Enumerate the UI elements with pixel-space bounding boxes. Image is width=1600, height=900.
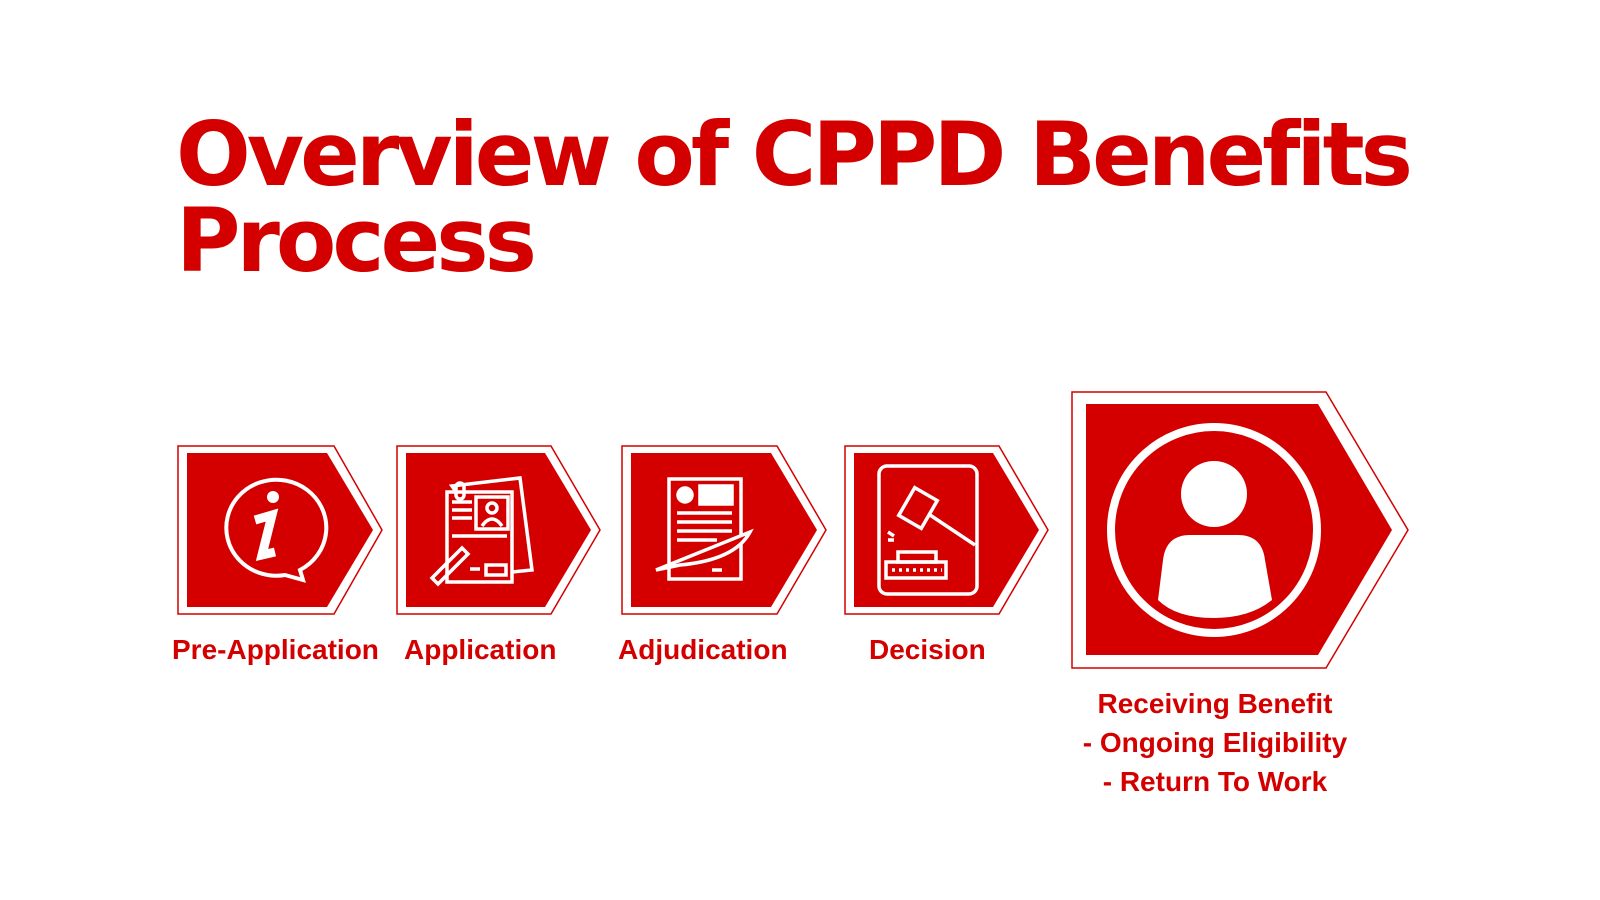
step-1-outline [177,445,383,615]
step-label-pre-application: Pre-Application [172,634,379,665]
step-label-decision: Decision [869,634,986,665]
page-title: Overview of CPPD Benefits Process [176,111,1413,285]
step-5-shape [1086,404,1392,655]
title-line-1: Overview of CPPD Benefits [176,103,1413,206]
receiving-benefit-label: Receiving Benefit [1097,688,1333,719]
step-label-application: Application [404,634,557,665]
ongoing-eligibility-label: - Ongoing Eligibility [1082,727,1348,758]
step-4-outline [844,445,1049,615]
gavel-icon [877,464,979,596]
step-label-receiving-benefit: Receiving Benefit - Ongoing Eligibility … [1060,684,1370,801]
return-to-work-label: - Return To Work [1102,766,1328,797]
person-icon [1107,423,1321,637]
step-3-outline [621,445,827,615]
info-bubble-icon [224,477,329,583]
title-line-2: Process [176,189,537,292]
step-1-shape [187,453,373,607]
application-form-icon [429,476,534,587]
step-5-outline [1071,391,1409,669]
document-quill-icon [655,477,754,581]
step-2-outline [396,445,601,615]
step-label-adjudication: Adjudication [618,634,788,665]
step-4-shape [854,453,1039,607]
